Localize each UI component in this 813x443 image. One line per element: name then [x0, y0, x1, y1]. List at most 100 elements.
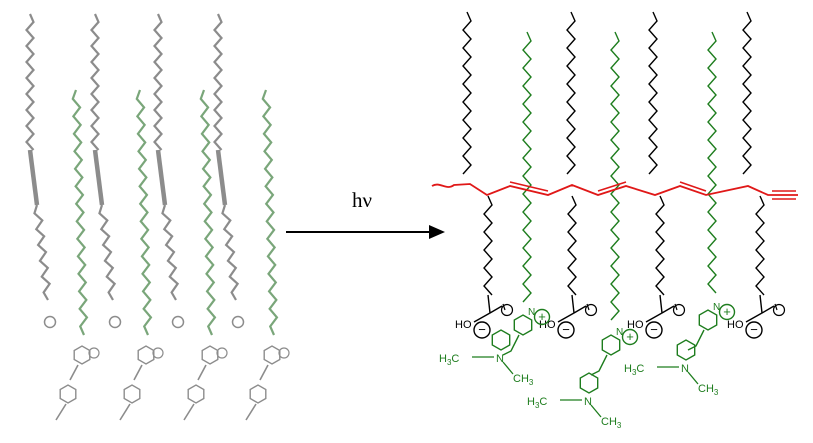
light-symbol: hν	[352, 188, 372, 212]
spacer-chain	[33, 204, 52, 301]
amine-link	[119, 403, 131, 421]
cation-charge-sign: +	[538, 309, 546, 324]
dye-alkyl-tail	[261, 89, 279, 336]
vinyl-link	[133, 364, 143, 381]
hydroxyl-label: HO	[627, 319, 644, 331]
polymer-side-chain	[742, 11, 752, 175]
anion-charge-sign: −	[750, 322, 758, 337]
alkyl-tail	[25, 13, 35, 151]
acid-spacer-chain	[483, 195, 493, 296]
backbone-end-bond	[772, 190, 796, 200]
carboxylate-group	[171, 315, 185, 329]
backbone-bond	[431, 183, 798, 197]
reaction-arrow	[286, 225, 445, 239]
amine-link	[245, 403, 257, 421]
carboxyl-bonds	[473, 294, 503, 323]
amine-nitrogen: N	[584, 396, 592, 408]
methyl-group-right: CH3	[601, 416, 622, 430]
pyridinium-ring	[201, 345, 219, 365]
polymer-side-chain	[462, 11, 472, 175]
dye-alkyl-tail	[199, 89, 217, 336]
cation-charge-sign: +	[723, 304, 731, 319]
monomer-chain	[25, 13, 57, 329]
alkyl-tail	[213, 13, 223, 151]
monomer-chain	[213, 13, 245, 329]
diyne-segment	[155, 149, 168, 206]
monomer-assembly	[25, 13, 290, 421]
n-methyl-bond-right	[590, 404, 602, 418]
carbonyl-oxygen	[584, 303, 598, 317]
methyl-group-left: H3C	[527, 396, 547, 410]
pyridinium-ring	[698, 309, 718, 331]
carboxylate-group	[108, 315, 122, 329]
spacer-chain	[161, 204, 180, 301]
pyridinium-ring	[137, 345, 155, 365]
dye-chain	[183, 89, 228, 421]
acid-spacer-chain	[755, 195, 765, 296]
n-methyl-bond-right	[687, 371, 699, 385]
polydiacetylene-backbone	[431, 181, 798, 200]
amine-nitrogen: N	[681, 363, 689, 375]
diyne-segment	[27, 149, 40, 206]
spacer-chain	[98, 204, 117, 301]
pyridinium-nitrogen: N	[616, 327, 623, 338]
aniline-ring	[579, 372, 599, 394]
carbonyl-oxygen	[500, 303, 514, 317]
cation-charge	[152, 347, 164, 359]
hydroxyl-label: HO	[727, 319, 744, 331]
acid-spacer-chain	[655, 195, 665, 296]
aniline-ring	[187, 384, 205, 404]
hydroxyl-label: HO	[539, 319, 556, 331]
aniline-ring	[123, 384, 141, 404]
dye-alkyl-chain	[522, 31, 532, 303]
carbonyl-bond	[774, 303, 778, 311]
dye-alkyl-tail	[71, 89, 89, 336]
vinyl-link	[259, 364, 269, 381]
carbonyl-bond	[674, 303, 678, 311]
pyridinium-ring	[263, 345, 281, 365]
dye-alkyl-tail	[135, 89, 153, 336]
cation-charge	[278, 347, 290, 359]
aniline-ring	[676, 339, 696, 361]
vinyl-link	[69, 364, 79, 381]
methyl-group-left: H3C	[624, 363, 644, 377]
cation-charge-ring	[533, 308, 551, 326]
carboxyl-bonds	[745, 294, 775, 323]
amine-link	[183, 403, 195, 421]
backbone-triple-bond	[509, 181, 707, 192]
methyl-group-right: CH3	[698, 383, 719, 397]
pyridinium-ring	[601, 334, 621, 356]
aniline-ring	[59, 384, 77, 404]
alkyl-tail	[90, 13, 100, 151]
anion-charge-ring	[473, 321, 491, 339]
n-methyl-bond-right	[502, 361, 514, 375]
cation-charge-sign: +	[626, 329, 634, 344]
methyl-group-left: H3C	[439, 353, 459, 367]
pyridinium-nitrogen: N	[713, 302, 720, 313]
anion-charge-sign: −	[650, 322, 658, 337]
spacer-chain	[221, 204, 240, 301]
diyne-segment	[215, 149, 228, 206]
hydroxyl-label: HO	[455, 319, 472, 331]
dye-chain	[245, 89, 290, 421]
anion-charge-sign: −	[562, 322, 570, 337]
styryl-link	[590, 354, 608, 376]
alkyl-tail	[153, 13, 163, 151]
cation-charge	[216, 347, 228, 359]
anion-charge-ring	[745, 321, 763, 339]
acid-spacer-chain	[567, 195, 577, 296]
vinyl-link	[197, 364, 207, 381]
dye-chain	[119, 89, 164, 421]
anion-charge-ring	[645, 321, 663, 339]
anion-charge-sign: −	[478, 322, 486, 337]
pyridinium-ring	[73, 345, 91, 365]
cation-charge-ring	[718, 303, 736, 321]
carboxyl-bonds	[645, 294, 675, 323]
dye-chain	[55, 89, 100, 421]
cation-charge	[88, 347, 100, 359]
